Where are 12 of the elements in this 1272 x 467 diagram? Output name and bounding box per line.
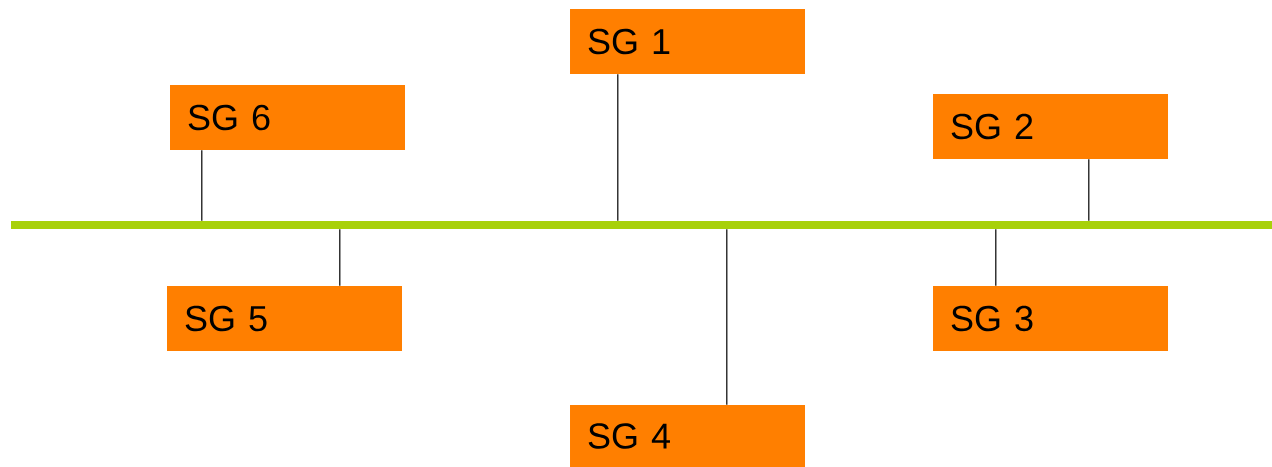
connector-line <box>201 149 203 222</box>
label-box: SG 5 <box>167 286 402 351</box>
label-box: SG 3 <box>933 286 1168 351</box>
label-box: SG 2 <box>933 94 1168 159</box>
connector-line <box>995 228 997 287</box>
connector-line <box>339 228 341 287</box>
label-box: SG 6 <box>170 85 405 150</box>
label-box: SG 1 <box>570 9 805 74</box>
connector-line <box>726 228 728 406</box>
connector-line <box>617 73 619 222</box>
connector-line <box>1088 158 1090 222</box>
label-box: SG 4 <box>570 405 805 467</box>
